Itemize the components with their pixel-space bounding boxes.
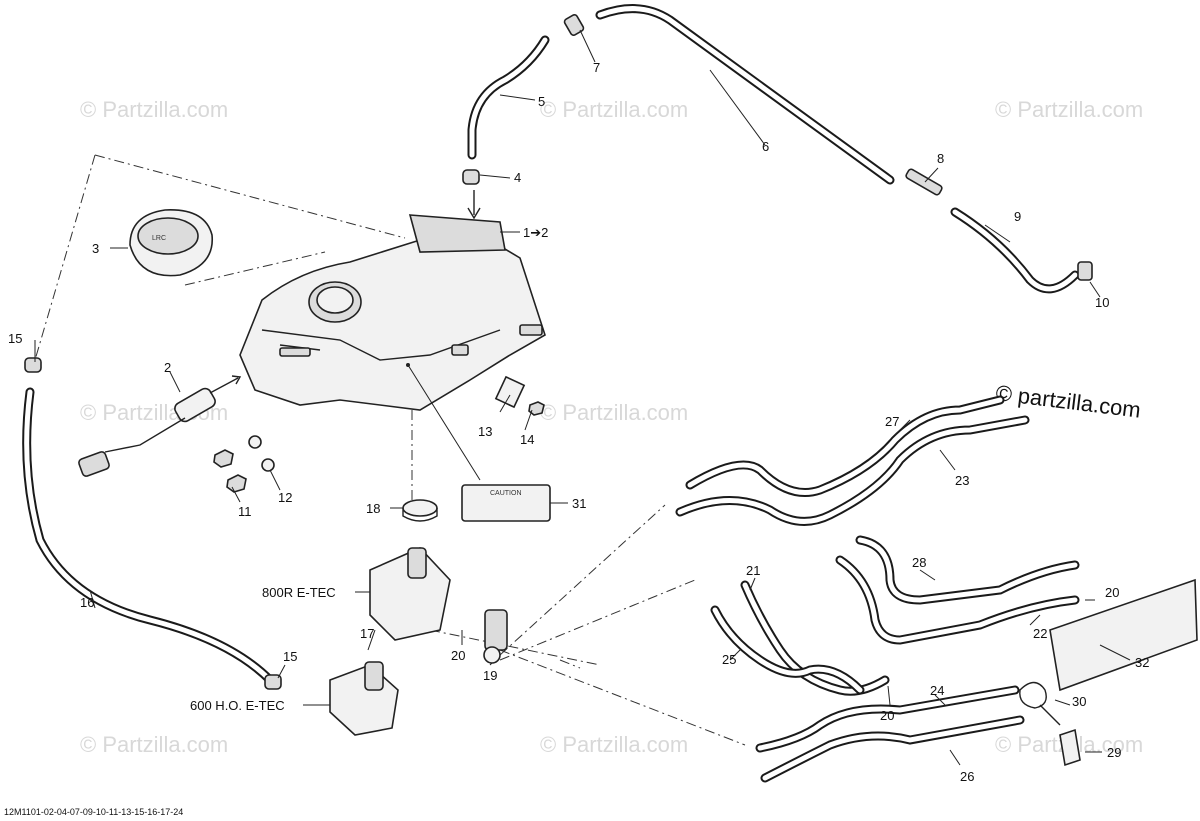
callout-11: 11 [238, 504, 252, 519]
callout-23: 23 [955, 473, 969, 488]
callout-3: 3 [92, 241, 99, 256]
assembly-guide-lines [34, 154, 746, 746]
callout-21: 21 [746, 563, 760, 578]
callout-14: 14 [520, 432, 534, 447]
fuel-lines-right [675, 395, 1080, 783]
cap-text: LRC [152, 235, 166, 242]
fasteners [213, 375, 545, 493]
callout-8: 8 [937, 151, 944, 166]
clamp-and-label: CAUTION [402, 484, 551, 522]
cable-tie [1019, 681, 1061, 726]
mounting-bracket [1059, 728, 1081, 767]
callout-26: 26 [960, 769, 974, 784]
callout-13: 13 [478, 424, 492, 439]
fuel-pump-800r [369, 547, 508, 664]
callout-9: 9 [1014, 209, 1021, 224]
fuel-level-sensor [78, 375, 242, 477]
callout-27: 27 [885, 414, 899, 429]
callout-15-bottom: 15 [283, 649, 297, 664]
watermark: © Partzilla.com [540, 97, 688, 122]
caution-label-text: CAUTION [490, 490, 522, 497]
fuel-cap: LRC [129, 209, 213, 277]
callout-5: 5 [538, 94, 545, 109]
callout-16: 16 [80, 595, 94, 610]
vent-hose-assembly [462, 4, 1093, 294]
callout-19: 19 [483, 668, 497, 683]
callout-20-lower: 20 [880, 708, 894, 723]
callout-28: 28 [912, 555, 926, 570]
watermark: © Partzilla.com [80, 732, 228, 757]
watermark: © Partzilla.com [80, 97, 228, 122]
callout-1-to-2: 1➔2 [523, 225, 548, 240]
watermark: © Partzilla.com [995, 97, 1143, 122]
callout-20-right: 20 [1105, 585, 1119, 600]
callout-20-pump: 20 [451, 648, 465, 663]
callout-29: 29 [1107, 745, 1121, 760]
fuel-pump-600ho [329, 661, 399, 736]
callout-31: 31 [572, 496, 586, 511]
callout-6: 6 [762, 139, 769, 154]
engine-variant-labels: 800R E-TEC 600 H.O. E-TEC [190, 585, 336, 713]
watermark-prominent: © partzilla.com [994, 380, 1142, 423]
heat-shield [1049, 578, 1198, 692]
callout-7: 7 [593, 60, 600, 75]
callout-10: 10 [1095, 295, 1109, 310]
callout-12: 12 [278, 490, 292, 505]
callout-30: 30 [1072, 694, 1086, 709]
diagram-code: 12M1101-02-04-07-09-10-11-13-15-16-17-24 [4, 807, 183, 817]
callout-2: 2 [164, 360, 171, 375]
fuel-tank [239, 214, 546, 411]
callout-25: 25 [722, 652, 736, 667]
callout-leaders [34, 29, 1131, 766]
callout-labels: 1➔2 2 3 4 5 6 7 8 9 10 11 12 13 14 15 15… [8, 60, 1149, 784]
engine-label-800r: 800R E-TEC [262, 585, 336, 600]
callout-15-top: 15 [8, 331, 22, 346]
callout-18: 18 [366, 501, 380, 516]
watermark: © Partzilla.com [540, 400, 688, 425]
callout-4: 4 [514, 170, 521, 185]
fuel-hose-16 [22, 357, 282, 690]
callout-17: 17 [360, 626, 374, 641]
callout-32: 32 [1135, 655, 1149, 670]
engine-label-600ho: 600 H.O. E-TEC [190, 698, 285, 713]
watermark: © Partzilla.com [540, 732, 688, 757]
callout-24: 24 [930, 683, 944, 698]
callout-22: 22 [1033, 626, 1047, 641]
